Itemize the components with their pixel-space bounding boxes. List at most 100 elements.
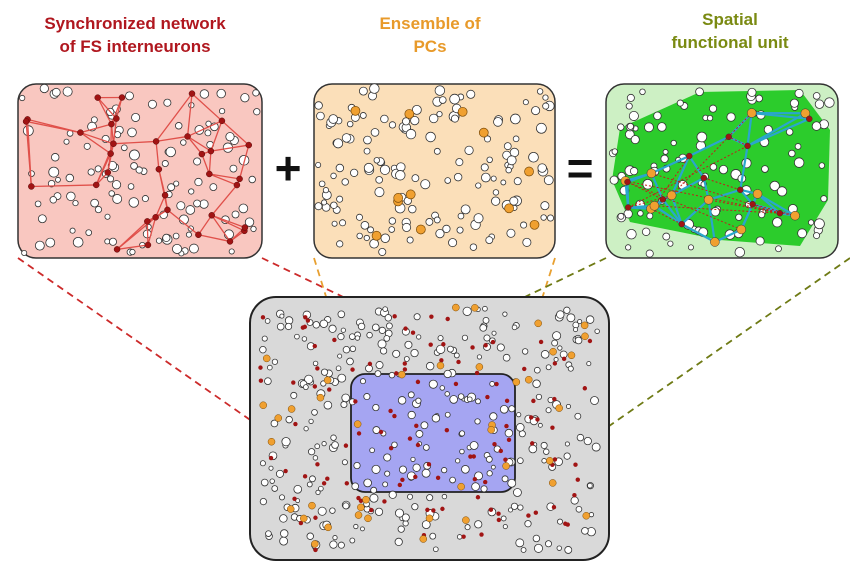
- cell-pyramidal: [48, 166, 60, 178]
- cell-pyramidal: [524, 520, 532, 528]
- interneuron-node: [258, 365, 263, 370]
- cell-pyramidal: [536, 88, 544, 95]
- cell-pyramidal: [51, 153, 60, 162]
- cell-pyramidal: [500, 179, 507, 186]
- network-edge: [112, 118, 118, 144]
- pc-ensemble-cell: [666, 190, 677, 201]
- interneuron-node: [526, 513, 531, 518]
- cell-pyramidal: [813, 232, 821, 240]
- cell-pyramidal: [363, 234, 370, 242]
- pc-ensemble-cell: [393, 193, 404, 203]
- cell-pyramidal: [556, 310, 565, 319]
- panel-background: [313, 83, 556, 259]
- cell-pyramidal: [335, 365, 342, 372]
- interneuron-node: [92, 181, 100, 189]
- cell-pyramidal: [318, 485, 324, 492]
- cell-pyramidal: [311, 409, 318, 416]
- cell-pyramidal: [336, 195, 344, 203]
- cell-pyramidal: [250, 225, 257, 233]
- cell-pyramidal: [225, 132, 235, 142]
- cell-pyramidal: [710, 207, 721, 217]
- interneuron-node: [312, 384, 318, 389]
- cell-pyramidal: [540, 441, 548, 449]
- cell-pyramidal: [453, 172, 463, 182]
- interneuron-node: [686, 152, 693, 160]
- cell-pyramidal: [474, 418, 481, 425]
- interneuron-node: [725, 133, 732, 141]
- cell-pyramidal: [355, 213, 363, 221]
- cell-pyramidal: [410, 348, 419, 358]
- cell-pyramidal: [238, 203, 249, 214]
- network-edge: [155, 141, 160, 170]
- cell-pyramidal: [412, 463, 421, 472]
- cell-pyramidal: [442, 224, 451, 233]
- cell-pyramidal: [269, 478, 275, 484]
- cell-pyramidal: [308, 418, 314, 424]
- interneuron-node: [535, 417, 540, 422]
- cell-pyramidal: [513, 177, 522, 186]
- cell-pyramidal: [758, 211, 766, 219]
- cell-pyramidal: [482, 305, 488, 312]
- cell-pyramidal: [397, 525, 405, 533]
- cell-pyramidal: [449, 93, 460, 105]
- cell-pyramidal: [319, 319, 329, 328]
- cell-pyramidal: [388, 490, 397, 499]
- cell-pyramidal: [402, 222, 412, 232]
- interneuron-node: [474, 370, 480, 376]
- cell-pyramidal: [515, 538, 525, 548]
- unit-edge: [707, 199, 716, 243]
- pc-ensemble-cell: [529, 219, 540, 230]
- cell-pyramidal: [687, 244, 694, 251]
- pc-ensemble-cell: [419, 535, 428, 543]
- pc-ensemble-cell: [471, 304, 479, 312]
- cell-pyramidal: [444, 411, 451, 418]
- cell-pyramidal: [395, 170, 406, 181]
- cell-pyramidal: [824, 97, 835, 108]
- interneuron-node: [471, 454, 476, 459]
- network-edge: [186, 93, 193, 137]
- cell-pyramidal: [416, 334, 422, 340]
- interneuron-node: [533, 510, 539, 515]
- cell-pyramidal: [405, 128, 417, 140]
- cell-pyramidal: [528, 151, 539, 163]
- cell-pyramidal: [407, 493, 414, 500]
- cell-pyramidal: [517, 457, 524, 464]
- cell-pyramidal: [421, 520, 431, 530]
- cell-pyramidal: [574, 412, 582, 420]
- unit-edge: [747, 112, 806, 147]
- interneuron-node: [403, 326, 408, 331]
- cell-pyramidal: [199, 89, 210, 99]
- interneuron-node: [343, 443, 349, 448]
- cell-pyramidal: [279, 514, 288, 523]
- interneuron-node: [490, 339, 496, 345]
- cell-pyramidal: [491, 196, 501, 206]
- cell-pyramidal: [373, 157, 381, 164]
- pc-ensemble-cell: [649, 201, 660, 211]
- cell-pyramidal: [407, 410, 416, 420]
- cell-pyramidal: [403, 356, 410, 362]
- network-edge: [209, 173, 240, 180]
- cell-pyramidal: [794, 143, 802, 150]
- network-edge: [80, 123, 112, 134]
- cell-pyramidal: [114, 131, 122, 139]
- unit-edge: [746, 112, 753, 147]
- cell-pyramidal: [510, 113, 521, 125]
- cell-pyramidal: [72, 199, 79, 207]
- selected-region: [350, 373, 516, 493]
- cell-pyramidal: [280, 529, 289, 538]
- pc-ensemble-cell: [478, 127, 489, 138]
- cell-pyramidal: [517, 504, 524, 511]
- cell-pyramidal: [185, 205, 196, 215]
- network-edge: [650, 208, 682, 225]
- cell-pyramidal: [435, 229, 445, 239]
- cell-pyramidal: [537, 422, 543, 428]
- cell-pyramidal: [543, 448, 550, 455]
- cell-pyramidal: [411, 503, 419, 511]
- cell-pyramidal: [617, 123, 625, 131]
- cell-pyramidal: [630, 135, 640, 145]
- cell-pyramidal: [369, 83, 380, 94]
- functional-unit-panel: [605, 83, 839, 259]
- cell-pyramidal: [662, 232, 671, 241]
- pc-ensemble-cell: [457, 106, 468, 117]
